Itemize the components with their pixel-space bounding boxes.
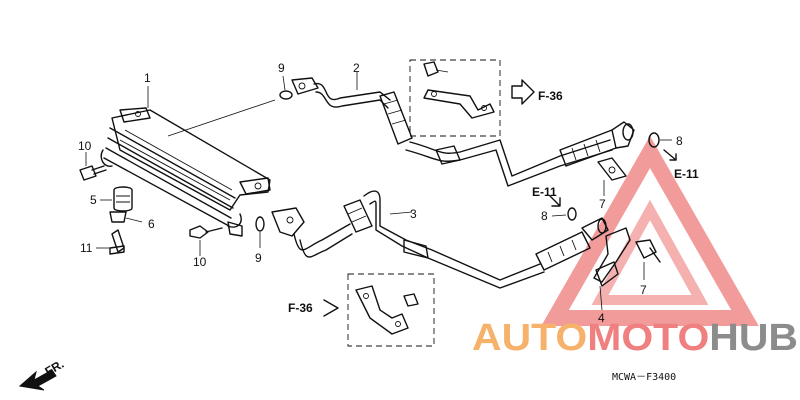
- callout-8-right: 8: [676, 134, 683, 148]
- ref-e11-right: E-11: [674, 167, 699, 181]
- callout-3: 3: [410, 207, 417, 221]
- watermark-triangle: [541, 135, 759, 326]
- inset-f36-bottom: [323, 273, 435, 347]
- inset-f36-top: [409, 59, 535, 137]
- bolt-11: [109, 229, 125, 255]
- callout-7-upper: 7: [599, 197, 606, 211]
- callout-10-left: 10: [78, 139, 92, 153]
- ref-f36-top: F-36: [538, 89, 563, 103]
- upper-oil-hose: [291, 77, 635, 187]
- watermark-part-auto: AUTO: [472, 317, 587, 359]
- grommet-5: [113, 186, 133, 212]
- watermark-part-hub: HUB: [709, 317, 798, 359]
- lower-oil-hose: [271, 190, 609, 289]
- callout-9-top: 9: [278, 61, 285, 75]
- ref-e11-mid: E-11: [532, 185, 557, 199]
- bolt-7-lower: [635, 239, 661, 263]
- o-ring-9-top: [279, 90, 293, 100]
- washer-8-mid: [567, 207, 577, 221]
- callout-1: 1: [144, 71, 151, 85]
- watermark-part-moto: MOTO: [587, 317, 709, 359]
- callout-6: 6: [148, 217, 155, 231]
- ref-f36-bottom: F-36: [288, 301, 313, 315]
- diagram-code: MCWA－F3400: [612, 372, 676, 383]
- callout-4: 4: [598, 311, 605, 325]
- callout-10-bottom: 10: [193, 255, 207, 269]
- callout-8-mid: 8: [541, 209, 548, 223]
- callout-11: 11: [80, 241, 93, 255]
- o-ring-9-bottom: [255, 216, 265, 232]
- washer-8-right: [648, 132, 660, 148]
- bolt-10-bottom: [189, 225, 223, 239]
- callout-9-bottom: 9: [255, 251, 262, 265]
- front-direction-arrow-icon: [18, 369, 57, 391]
- bracket-4: [593, 227, 631, 287]
- e11-arrow-mid: [549, 195, 561, 207]
- oil-cooler: [100, 107, 271, 237]
- collar-6: [109, 211, 127, 223]
- e11-arrow-right: [663, 149, 677, 161]
- bracket-7-upper: [597, 157, 627, 181]
- callout-2: 2: [353, 61, 360, 75]
- callout-5: 5: [90, 193, 97, 207]
- bolt-10-left: [79, 165, 107, 181]
- callout-7-lower: 7: [640, 283, 647, 297]
